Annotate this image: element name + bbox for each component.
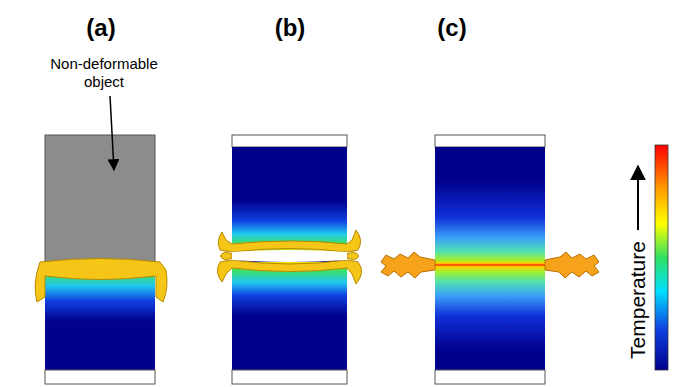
panel-label: (b) (275, 14, 306, 42)
fixture-plate (232, 370, 347, 384)
workpiece (435, 147, 545, 370)
panel-a (35, 96, 167, 384)
color-bar (655, 145, 668, 370)
flash (545, 252, 599, 278)
non-deformable-block (45, 135, 155, 265)
fixture-plate (435, 370, 545, 384)
flash (35, 259, 167, 303)
panel-b (217, 135, 361, 384)
callout-label: Non-deformable object (38, 55, 170, 91)
axis-label: Temperature (626, 241, 650, 359)
flash (217, 260, 361, 284)
fixture-plate (435, 135, 545, 147)
panel-label: (c) (437, 14, 466, 42)
weld-gap (232, 250, 347, 262)
fixture-plate (232, 135, 347, 147)
increase-arrow (637, 166, 639, 230)
workpiece (45, 265, 155, 370)
panel-c (381, 135, 599, 384)
leader-arrow (110, 96, 114, 170)
flash (218, 230, 360, 252)
panel-label: (a) (86, 14, 115, 42)
workpiece (232, 147, 347, 370)
fixture-plate (45, 370, 155, 384)
flash (381, 252, 435, 278)
